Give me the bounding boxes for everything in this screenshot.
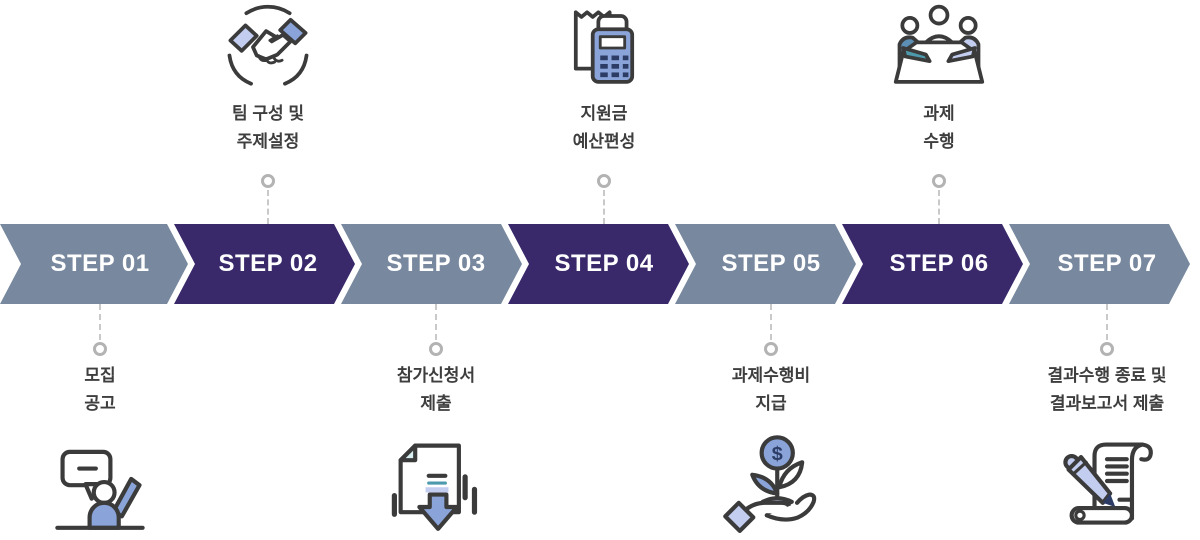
- step-05-column: STEP 05 과제수행비 지급 $: [681, 0, 861, 540]
- connector-line: [267, 190, 269, 224]
- dollar-sign: $: [772, 443, 783, 465]
- step-02-column: STEP 02 팀 구성 및 주제설정: [178, 0, 358, 540]
- step-05-caption: 과제수행비 지급: [731, 366, 811, 413]
- announcement-icon: [10, 426, 190, 536]
- connector-line: [770, 304, 772, 340]
- connector-dot: [764, 342, 778, 356]
- connector-dot: [429, 342, 443, 356]
- step-05-chevron: [675, 224, 856, 304]
- budget-calculator-icon: [514, 0, 694, 96]
- step-07-caption: 결과수행 종료 및 결과보고서 제출: [1047, 366, 1167, 413]
- step-04-caption: 지원금 예산편성: [572, 104, 636, 151]
- connector-dot: [932, 174, 946, 188]
- step-06-label: STEP 06: [889, 250, 989, 277]
- step-05-label: STEP 05: [721, 250, 821, 277]
- step-01-label: STEP 01: [50, 250, 150, 277]
- connector-line: [938, 190, 940, 224]
- step-06-caption: 과제 수행: [923, 104, 955, 151]
- handshake-icon: [178, 0, 358, 96]
- step-01-chevron: [0, 224, 188, 304]
- step-02-chevron: [174, 224, 355, 304]
- connector-line: [603, 190, 605, 224]
- connector-line: [99, 304, 101, 340]
- connector-dot: [93, 342, 107, 356]
- connector-line: [1106, 304, 1108, 340]
- connector-line: [435, 304, 437, 340]
- funding-icon: $: [681, 426, 861, 536]
- document-submit-icon: [346, 426, 526, 536]
- step-07-label: STEP 07: [1057, 250, 1157, 277]
- connector-dot: [597, 174, 611, 188]
- connector-dot: [1100, 342, 1114, 356]
- step-02-label: STEP 02: [218, 250, 318, 277]
- step-06-column: STEP 06 과제 수행: [849, 0, 1029, 540]
- step-03-column: STEP 03 참가신청서 제출: [346, 0, 526, 540]
- report-submit-icon: [1017, 426, 1197, 536]
- step-07-column: STEP 07 결과수행 종료 및 결과보고서 제출: [1017, 0, 1197, 540]
- step-07-chevron: [1009, 224, 1190, 304]
- step-06-chevron: [842, 224, 1023, 304]
- step-04-column: STEP 04 지원금 예산편성: [514, 0, 694, 540]
- step-03-label: STEP 03: [386, 250, 486, 277]
- meeting-icon: [849, 0, 1029, 96]
- step-arrow-band: [0, 224, 1190, 304]
- step-01-caption: 모집 공고: [84, 366, 116, 413]
- step-01-column: STEP 01 모집 공고: [10, 0, 190, 540]
- step-03-caption: 참가신청서 제출: [396, 366, 476, 413]
- step-02-caption: 팀 구성 및 주제설정: [231, 104, 304, 151]
- step-03-chevron: [341, 224, 522, 304]
- step-04-label: STEP 04: [554, 250, 654, 277]
- connector-dot: [261, 174, 275, 188]
- step-04-chevron: [508, 224, 689, 304]
